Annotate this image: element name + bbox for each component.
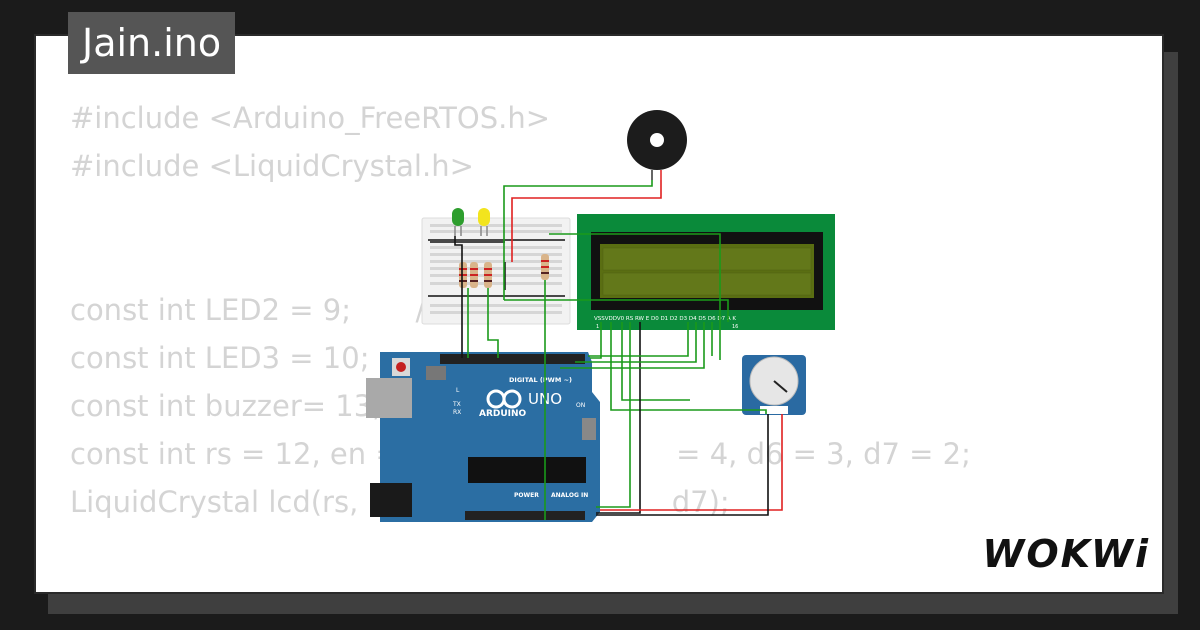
potentiometer-icon[interactable] [742,355,806,415]
wokwi-logo-icon: WOKWi [982,532,1150,576]
lcd-pin-first: 1 [596,324,599,330]
code-line: const int LED3 = 10; [70,341,370,375]
tx-label: TX [452,401,461,408]
buzzer-icon[interactable] [627,110,687,180]
l-label: L [456,387,460,394]
led-green-icon[interactable] [452,208,464,236]
rx-label: RX [453,409,461,416]
project-title[interactable]: Jain.ino [68,12,236,74]
code-line: #include <Arduino_FreeRTOS.h> [70,101,551,135]
code-line: const int buzzer= 13; [70,389,382,423]
code-preview: #include <Arduino_FreeRTOS.h> #include <L… [70,94,971,526]
analog-power-header[interactable] [465,511,585,520]
header-power-label: POWER [514,492,539,499]
board-brand: ARDUINO [479,409,527,419]
header-digital-label: DIGITAL (PWM ~) [509,376,572,384]
digital-header[interactable] [440,354,585,364]
resistor[interactable] [470,262,478,288]
resistor[interactable] [484,262,492,288]
wires [454,180,783,520]
code-line: #include <LiquidCrystal.h> [70,149,474,183]
arduino-uno-board[interactable]: ARDUINO UNO DIGITAL (PWM ~) POWER ANALOG… [366,352,600,522]
code-line: const int LED2 = 9; // [70,293,436,327]
on-led-label: ON [576,402,585,409]
lcd-pin-last: 16 [732,324,738,330]
power-jack-icon [370,483,412,517]
arduino-logo-icon [486,389,522,409]
microcontroller-chip [468,457,586,483]
usb-port-icon [366,378,412,418]
resistor[interactable] [459,262,467,288]
lcd-display[interactable]: VSSVDDV0 RS RW E D0 D1 D2 D3 D4 D5 D6 D7… [577,214,835,330]
header-analog-label: ANALOG IN [551,492,588,499]
lcd-pin-labels: VSSVDDV0 RS RW E D0 D1 D2 D3 D4 D5 D6 D7… [594,316,736,322]
code-line: LiquidCrystal lcd(rs, d7); [70,485,730,519]
resistor[interactable] [541,254,549,280]
led-yellow-icon[interactable] [478,208,490,236]
